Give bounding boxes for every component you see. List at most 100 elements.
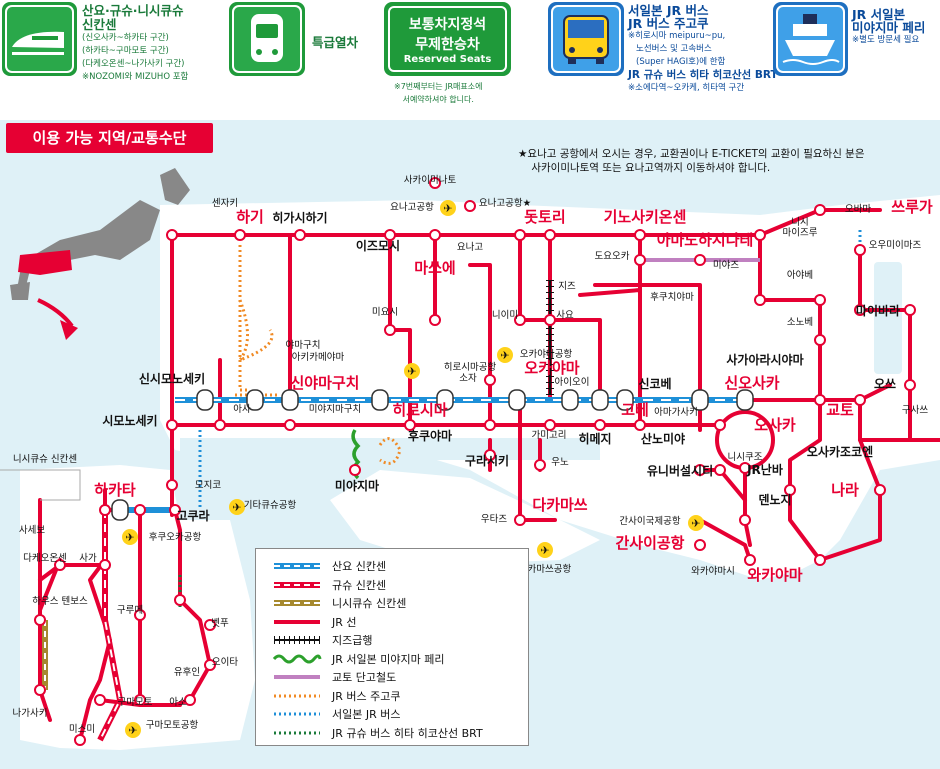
legend-item: JR 서일본 미야지마 페리 xyxy=(272,650,444,668)
station-label-kusatsu: 구사쓰 xyxy=(902,405,928,416)
legend-label: 규슈 신칸센 xyxy=(332,578,387,592)
legend-item: 교토 단고철도 xyxy=(272,668,396,686)
shinkansen-legend-text: 산요·규슈·니시큐슈 신칸센 (신오사카~하카타 구간) (하카타~구마모토 구… xyxy=(82,4,188,84)
limited-express-label-wrap: 특급열차 xyxy=(312,36,358,51)
station-label-akiyoshi: 아키카메야마 xyxy=(292,352,345,363)
station-label-akashi: 아마가사키 xyxy=(654,407,698,418)
svg-text:✈: ✈ xyxy=(232,501,241,514)
shinkansen-line-3: (다케오온센~나가사키 구간) xyxy=(82,59,185,69)
station-label-okayamaairport: 오카야마공항 xyxy=(520,349,573,360)
airport-icon: ✈ xyxy=(497,347,513,363)
station-label-saga: 사가 xyxy=(79,553,97,564)
station-label-kobe: 고베 xyxy=(621,401,649,419)
legend-item: 서일본 JR 버스 xyxy=(272,705,400,723)
station-label-shinkobe: 신코베 xyxy=(638,376,671,391)
station-label-nishimaizuru: 니시 xyxy=(791,217,808,228)
legend-label: JR 버스 주고쿠 xyxy=(332,689,401,703)
airport-icons: ✈✈✈✈✈✈✈✈ xyxy=(122,200,704,738)
station-label-kurume: 구루메 xyxy=(117,605,143,616)
reserved-line-3: Reserved Seats xyxy=(403,54,492,65)
station-label-osaka: 오사카 xyxy=(754,416,796,434)
station-dot xyxy=(814,394,826,406)
shinkansen-station-marker xyxy=(691,389,709,411)
station-dot xyxy=(484,419,496,431)
lake-biwa xyxy=(874,262,902,374)
legend-item: 산요 신칸센 xyxy=(272,557,386,575)
station-dot xyxy=(739,462,751,474)
svg-text:✈: ✈ xyxy=(407,365,416,378)
station-dot xyxy=(544,229,556,241)
ferry-note: ※별도 방문세 필요 xyxy=(852,35,920,45)
station-dot xyxy=(74,734,86,746)
bus-line-3: (Super HAGI호)에 한함 xyxy=(636,57,726,67)
station-label-izumoshi: 이즈모시 xyxy=(356,238,400,253)
airport-icon: ✈ xyxy=(688,515,704,531)
legend-label: JR 선 xyxy=(332,615,357,629)
brt-title: JR 규슈 버스 히타 히코산선 BRT xyxy=(628,69,778,81)
station-label-sakaiminato: 사카이미나토 xyxy=(404,175,457,186)
brt-note: ※소에다역~오카케, 히타역 구간 xyxy=(628,83,745,93)
shinkansen-line-1: (신오사카~하카타 구간) xyxy=(82,33,169,43)
station-label-takamatsu: 다카마쓰 xyxy=(532,496,587,514)
shinkansen-line-2: (하카타~구마모토 구간) xyxy=(82,46,169,56)
station-label-beppu: 벳푸 xyxy=(211,618,229,629)
kyushu-region-border xyxy=(0,469,81,501)
station-label-tsuruga: 쓰루가 xyxy=(891,198,933,216)
shinkansen-station-marker xyxy=(246,389,264,411)
station-dot xyxy=(99,559,111,571)
station-label-misumi: 미스미 xyxy=(69,724,95,735)
legend-label: JR 서일본 미야지마 페리 xyxy=(332,652,445,666)
ferry-legend-text: JR 서일본 미야지마 페리 ※별도 방문세 필요 xyxy=(852,8,925,47)
shinkansen-station-marker xyxy=(196,389,214,411)
reserved-line-2: 무제한승차 xyxy=(415,37,480,53)
station-dot xyxy=(714,419,726,431)
station-dot xyxy=(714,464,726,476)
station-label-miyajima: 미야지마 xyxy=(335,478,379,493)
svg-text:✈: ✈ xyxy=(128,724,137,737)
station-label-takeoonsen: 다케오온센 xyxy=(23,553,67,564)
shinkansen-station-marker xyxy=(111,499,129,521)
station-dot xyxy=(874,484,886,496)
station-label-nishikyushu: 니시큐슈 신칸센 xyxy=(13,454,77,465)
station-label-okayama: 오카야마 xyxy=(524,359,579,377)
station-label-kyoto: 교토 xyxy=(826,401,854,419)
station-dot xyxy=(284,419,296,431)
station-dot xyxy=(166,419,178,431)
station-label-chizu: 지즈 xyxy=(558,281,576,292)
station-dot xyxy=(174,594,186,606)
station-dot xyxy=(854,244,866,256)
airport-icon: ✈ xyxy=(440,200,456,216)
station-label-miyoshi: 미요시 xyxy=(372,307,398,318)
legend-swatch xyxy=(274,581,320,588)
station-label-matsue: 마쓰에 xyxy=(414,259,455,277)
bus-title-1: 서일본 JR 버스 xyxy=(628,3,709,18)
station-label-tokuyama: 미야지마구치 xyxy=(309,403,361,415)
yonago-airport-note: ★요나고 공항에서 오시는 경우, 교환권이나 E-TICKET의 교환이 필요… xyxy=(518,148,865,174)
station-label-wakayama: 와카야마 xyxy=(747,566,802,584)
station-dot xyxy=(739,514,751,526)
station-dot xyxy=(594,419,606,431)
station-label-shinosaka: 신오사카 xyxy=(724,374,779,392)
station-label-fukuokaairport: 후쿠오카공항 xyxy=(149,532,202,543)
station-dot xyxy=(169,504,181,516)
ferry-title-1: JR 서일본 xyxy=(852,7,906,22)
limited-express-title: 특급열차 xyxy=(312,35,359,50)
station-dot xyxy=(429,229,441,241)
reserved-line-1: 보통차지정석 xyxy=(408,17,487,33)
shinkansen-station-marker xyxy=(616,389,634,411)
station-label-tottori: 돗토리 xyxy=(524,208,565,226)
station-dot xyxy=(134,504,146,516)
shinkansen-station-marker xyxy=(591,389,609,411)
legend-swatch xyxy=(274,694,320,697)
station-label-kurashiki: 구라시키 xyxy=(465,453,509,468)
station-label-kumamoto: 구마모토 xyxy=(118,697,153,708)
station-dot xyxy=(464,200,476,212)
shinkansen-station-marker xyxy=(436,389,454,411)
station-dot xyxy=(544,314,556,326)
inland-sea xyxy=(180,438,600,460)
station-dot xyxy=(814,554,826,566)
station-dot xyxy=(429,314,441,326)
legend-swatch xyxy=(274,619,320,624)
